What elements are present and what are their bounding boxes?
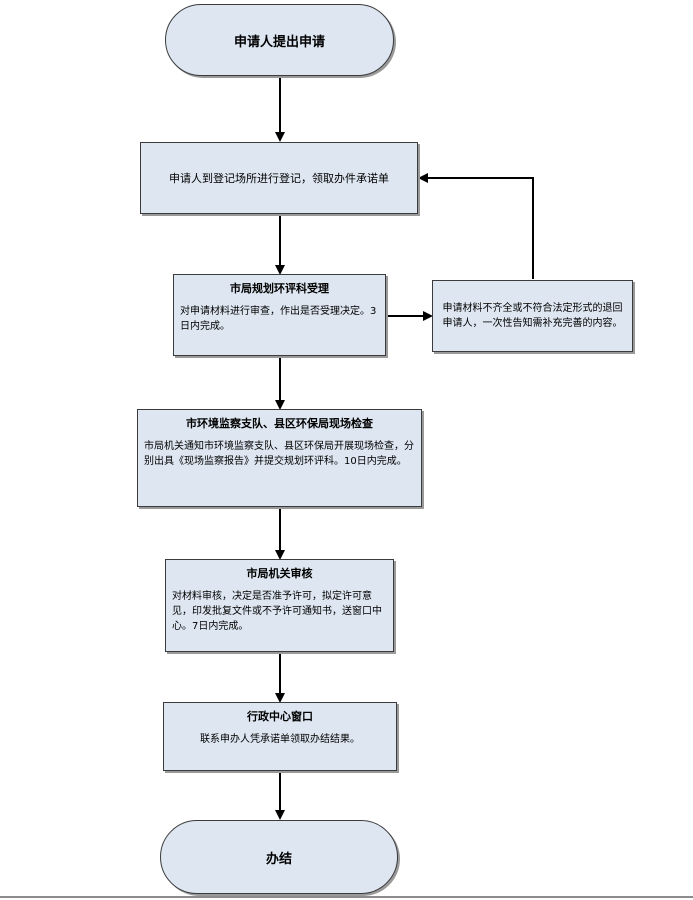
end-terminal: 办结 — [160, 820, 398, 894]
accept-body: 对申请材料进行审查，作出是否受理决定。3日内完成。 — [180, 306, 377, 332]
start-label: 申请人提出申请 — [233, 34, 325, 50]
accept-box: 市局规划环评科受理 对申请材料进行审查，作出是否受理决定。3日内完成。 — [173, 274, 386, 356]
inspection-title: 市环境监察支队、县区环保局现场检查 — [186, 417, 373, 430]
reject-note-label: 申请材料不齐全或不符合法定形式的退回申请人，一次性告知需补充完善的内容。 — [442, 303, 623, 329]
window-title: 行政中心窗口 — [247, 710, 313, 723]
inspection-body: 市局机关通知市环境监察支队、县区环保局开展现场检查，分别出具《现场监察报告》并提… — [144, 441, 414, 467]
inspection-box: 市环境监察支队、县区环保局现场检查 市局机关通知市环境监察支队、县区环保局开展现… — [137, 409, 422, 507]
arrow-reject-to-register — [418, 173, 534, 279]
window-box: 行政中心窗口 联系申办人凭承诺单领取办结结果。 — [163, 702, 397, 771]
end-label: 办结 — [265, 851, 292, 867]
review-box: 市局机关审核 对材料审核，决定是否准予许可，拟定许可意见，印发批复文件或不予许可… — [165, 559, 394, 652]
accept-title: 市局规划环评科受理 — [230, 282, 329, 295]
register-label: 申请人到登记场所进行登记，领取办件承诺单 — [169, 172, 389, 185]
window-body: 联系申办人凭承诺单领取办结结果。 — [200, 734, 360, 745]
review-body: 对材料审核，决定是否准予许可，拟定许可意见，印发批复文件或不予许可通知书，送窗口… — [172, 591, 382, 632]
review-title: 市局机关审核 — [246, 567, 313, 580]
reject-note-box: 申请材料不齐全或不符合法定形式的退回申请人，一次性告知需补充完善的内容。 — [432, 280, 633, 352]
register-box: 申请人到登记场所进行登记，领取办件承诺单 — [140, 142, 418, 214]
page-bottom-rule — [0, 896, 693, 898]
start-terminal: 申请人提出申请 — [165, 4, 394, 76]
